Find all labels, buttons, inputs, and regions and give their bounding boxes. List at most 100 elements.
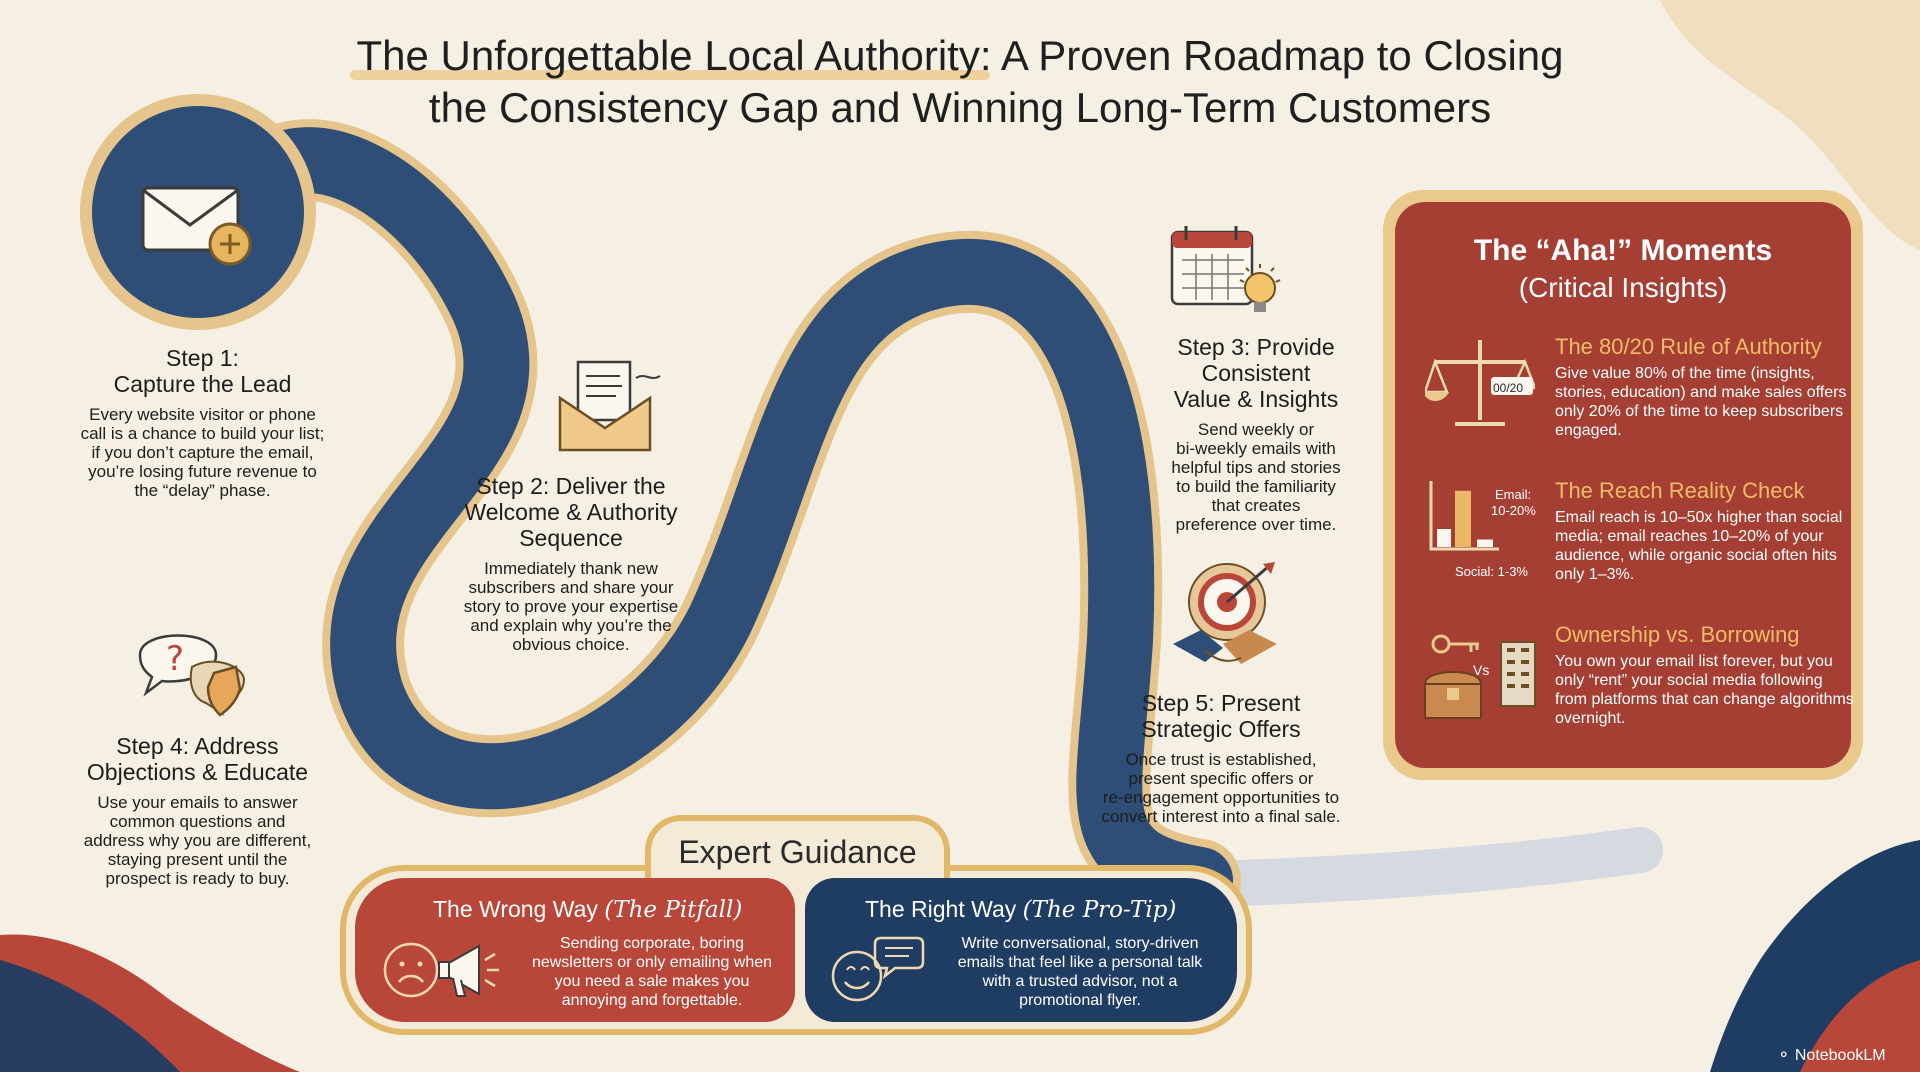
step-5-desc-line: convert interest into a final sale. bbox=[1101, 807, 1341, 826]
step-3-desc-line: Send weekly or bbox=[1197, 420, 1315, 439]
social-label: Social: 1-3% bbox=[1455, 564, 1528, 579]
aha-subtitle: (Critical Insights) bbox=[1518, 272, 1728, 303]
question-shield-icon: ? bbox=[138, 634, 246, 717]
step-1-desc-line: call is a chance to build your list; bbox=[80, 424, 325, 443]
right-way-desc-line: Write conversational, story-driven bbox=[961, 935, 1199, 952]
step-2-title-line: Welcome & Authority bbox=[464, 499, 678, 525]
main-title: The Unforgettable Local Authority: A Pro… bbox=[180, 30, 1740, 134]
step-4-desc-line: common questions and bbox=[109, 812, 286, 831]
treasure-chest-vs-building-icon bbox=[1423, 634, 1536, 719]
winding-road bbox=[217, 127, 1233, 913]
right-way-desc-line: with a trusted advisor, not a bbox=[982, 973, 1178, 990]
step-3: Step 3: Provide Consistent Value & Insig… bbox=[1150, 334, 1362, 534]
step-3-title-line: Step 3: Provide bbox=[1177, 334, 1335, 360]
open-letter-icon bbox=[558, 360, 661, 452]
step-3-desc-line: that creates bbox=[1211, 496, 1301, 515]
step-2-desc-line: and explain why you’re the bbox=[470, 616, 672, 635]
step-3-desc-line: to build the familiarity bbox=[1176, 477, 1336, 496]
step-3-desc-line: preference over time. bbox=[1175, 515, 1337, 534]
step-4: Step 4: Address Objections & Educate Use… bbox=[60, 733, 335, 888]
insight-3-body: You own your email list forever, but you… bbox=[1555, 653, 1854, 727]
step-4-title-line: Objections & Educate bbox=[86, 759, 309, 785]
step-2-title-line: Step 2: Deliver the bbox=[476, 473, 666, 499]
step-5-desc-line: present specific offers or bbox=[1128, 769, 1314, 788]
title-highlight: The Unforgettable Local Authority bbox=[350, 30, 991, 82]
step-1-title-line: Step 1: bbox=[166, 345, 239, 371]
bar-chart-icon bbox=[1429, 481, 1499, 551]
step-4-title-line: Step 4: Address bbox=[116, 733, 279, 759]
insight-1-body: Give value 80% of the time (insights, st… bbox=[1555, 365, 1847, 439]
wrong-way-desc-line: you need a sale makes you bbox=[554, 973, 750, 990]
chart-bar-social bbox=[1477, 539, 1493, 547]
step-5-desc-line: Once trust is established, bbox=[1125, 750, 1317, 769]
step-1-desc-line: the “delay” phase. bbox=[134, 481, 271, 500]
step-1-title-line: Capture the Lead bbox=[113, 371, 292, 397]
wrong-way-label-italic: (The Pitfall) bbox=[604, 897, 743, 923]
expert-guidance-title: Expert Guidance bbox=[678, 834, 917, 870]
email-label-2: 10-20% bbox=[1491, 503, 1536, 518]
aha-title: The “Aha!” Moments bbox=[1473, 234, 1773, 267]
target-handshake-icon bbox=[1173, 562, 1277, 664]
vs-label: Vs bbox=[1473, 662, 1490, 678]
step-2: Step 2: Deliver the Welcome & Authority … bbox=[440, 473, 702, 654]
step-3-title-line: Value & Insights bbox=[1173, 386, 1339, 412]
fading-road-tail bbox=[1157, 827, 1663, 908]
insight-2-heading: The Reach Reality Check bbox=[1555, 478, 1805, 503]
insight-2-body: Email reach is 10–50x higher than social… bbox=[1555, 509, 1843, 583]
step-1-desc-line: if you don’t capture the email, bbox=[91, 443, 314, 462]
step-3-title-line: Consistent bbox=[1201, 360, 1311, 386]
step-2-desc-line: story to prove your expertise bbox=[463, 597, 679, 616]
chart-bar-blank bbox=[1437, 529, 1451, 547]
corner-blob-bottom-right-red bbox=[1800, 960, 1920, 1072]
step-4-desc-line: staying present until the bbox=[107, 850, 288, 869]
right-way-label-italic: (The Pro-Tip) bbox=[1022, 897, 1177, 923]
insight-3-heading: Ownership vs. Borrowing bbox=[1555, 622, 1800, 647]
wrong-way-desc-line: newsletters or only emailing when bbox=[531, 954, 773, 971]
step-4-desc-line: Use your emails to answer bbox=[97, 793, 298, 812]
scale-label: 00/20 bbox=[1493, 381, 1524, 395]
title-line2: the Consistency Gap and Winning Long-Ter… bbox=[428, 84, 1492, 131]
step-1-desc-line: Every website visitor or phone bbox=[89, 405, 316, 424]
step-2-title-line: Sequence bbox=[519, 525, 623, 551]
step-5: Step 5: Present Strategic Offers Once tr… bbox=[1085, 690, 1357, 826]
step-2-desc-line: obvious choice. bbox=[512, 635, 630, 654]
step-3-desc-line: bi-weekly emails with bbox=[1176, 439, 1336, 458]
wrong-way-desc-line: Sending corporate, boring bbox=[559, 935, 745, 952]
notebooklm-brand: ⚬ NotebookLM bbox=[1777, 1045, 1886, 1065]
step-5-desc-line: re-engagement opportunities to bbox=[1102, 788, 1340, 807]
step-3-desc-line: helpful tips and stories bbox=[1171, 458, 1341, 477]
right-way-title: The Right Way (The Pro-Tip) bbox=[865, 896, 1176, 923]
corner-blob-top-right bbox=[1660, 0, 1920, 250]
step-4-desc-line: prospect is ready to buy. bbox=[105, 869, 290, 888]
step-5-title-line: Strategic Offers bbox=[1141, 716, 1301, 742]
step-2-desc-line: subscribers and share your bbox=[468, 578, 674, 597]
step-4-desc-line: address why you are different, bbox=[83, 831, 312, 850]
envelope-plus-icon bbox=[141, 186, 252, 266]
wrong-way-desc: Sending corporate, boring newsletters or… bbox=[517, 934, 787, 1010]
email-label-1: Email: bbox=[1495, 487, 1532, 502]
right-way-desc: Write conversational, story-driven email… bbox=[935, 934, 1225, 1010]
step-1-desc-line: you’re losing future revenue to bbox=[88, 462, 317, 481]
right-way-desc-line: promotional flyer. bbox=[1019, 992, 1141, 1009]
smile-chat-icon bbox=[831, 936, 925, 1002]
title-line1-rest: : A Proven Roadmap to Closing bbox=[979, 32, 1564, 79]
corner-blob-bottom-left-navy bbox=[0, 960, 180, 1072]
sad-face-megaphone-icon bbox=[383, 942, 499, 998]
wrong-way-title: The Wrong Way (The Pitfall) bbox=[433, 896, 742, 923]
aha-moments-panel: The “Aha!” Moments (Critical Insights) 0… bbox=[1383, 190, 1863, 780]
brand-label: NotebookLM bbox=[1794, 1047, 1886, 1064]
wrong-way-desc-line: annoying and forgettable. bbox=[561, 992, 743, 1009]
svg-text:?: ? bbox=[166, 639, 184, 679]
right-way-label: The Right Way bbox=[865, 896, 1023, 922]
right-way-desc-line: emails that feel like a personal talk bbox=[957, 954, 1203, 971]
wrong-way-label: The Wrong Way bbox=[433, 896, 605, 922]
brand-icon: ⚬ bbox=[1777, 1047, 1791, 1064]
insight-1-heading: The 80/20 Rule of Authority bbox=[1555, 334, 1822, 359]
step-2-desc-line: Immediately thank new bbox=[484, 559, 658, 578]
right-way-card: The Right Way (The Pro-Tip) Write conver… bbox=[805, 878, 1237, 1022]
wrong-way-card: The Wrong Way (The Pitfall) Sending corp… bbox=[355, 878, 795, 1022]
calendar-bulb-icon bbox=[1170, 226, 1281, 312]
chart-bar-email bbox=[1455, 490, 1471, 547]
balance-scale-icon bbox=[1425, 340, 1535, 426]
